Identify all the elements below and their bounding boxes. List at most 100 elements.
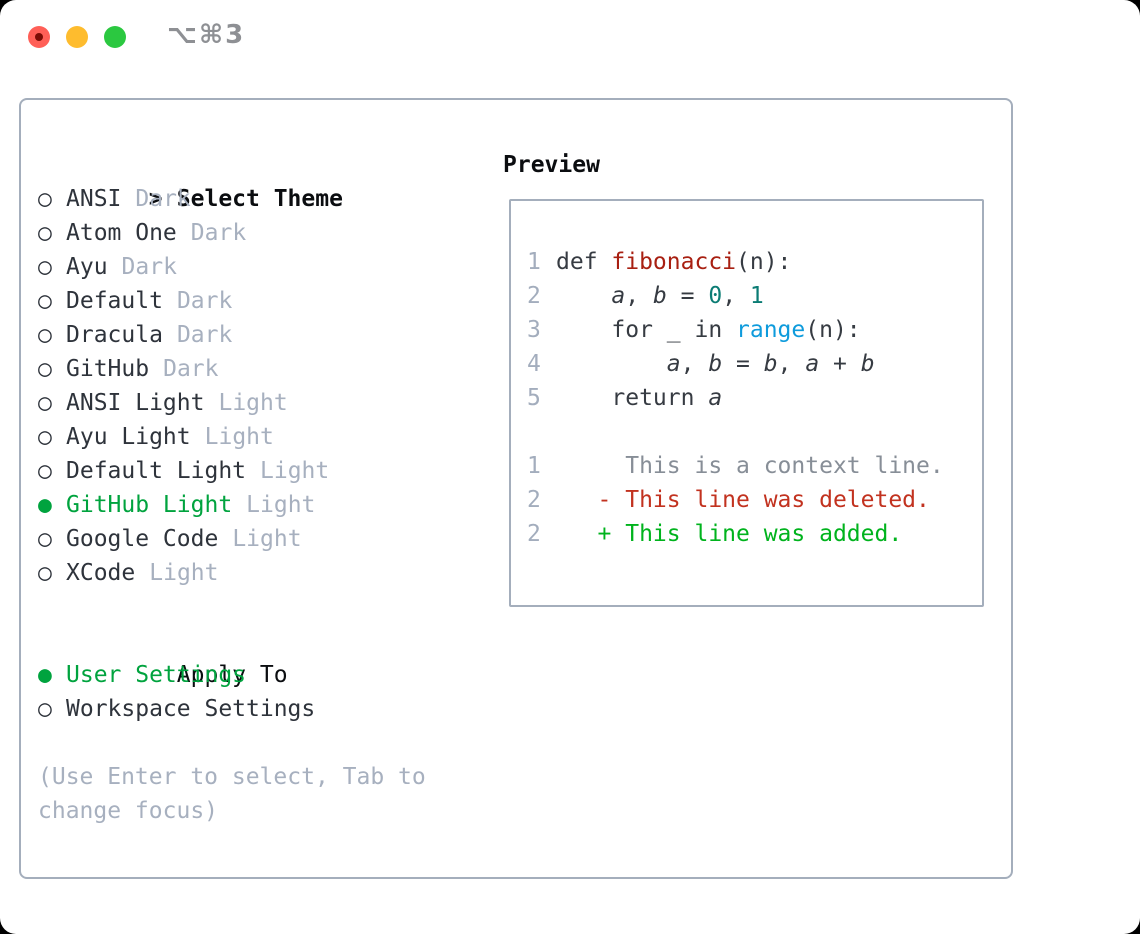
- option-label: Workspace Settings: [66, 696, 316, 722]
- code-line: 2 + This line was added.: [527, 517, 982, 551]
- close-button[interactable]: [28, 26, 50, 48]
- line-number: 2: [527, 487, 541, 513]
- theme-option-github-light[interactable]: ● GitHub Light Light: [38, 488, 426, 522]
- radio-unselected-icon: ○: [38, 186, 52, 212]
- theme-option-ansi[interactable]: ○ ANSI Dark: [38, 182, 426, 216]
- radio-selected-icon: ●: [38, 492, 52, 518]
- theme-variant-label: Dark: [176, 322, 233, 348]
- code-token: a: [666, 351, 681, 377]
- code-token: b: [708, 351, 723, 377]
- option-label: ANSI: [66, 186, 122, 212]
- code-token: ,: [680, 351, 709, 377]
- theme-variant-label: Light: [246, 492, 316, 518]
- option-label: Atom One: [66, 220, 177, 246]
- apply-to-title: Apply To: [176, 662, 288, 688]
- code-line: 4 a, b = b, a + b: [527, 347, 982, 381]
- select-theme-title: Select Theme: [176, 186, 343, 212]
- option-label: Default: [66, 288, 163, 314]
- traffic-lights: [28, 26, 126, 48]
- theme-variant-label: Light: [218, 390, 288, 416]
- radio-unselected-icon: ○: [38, 424, 52, 450]
- radio-unselected-icon: ○: [38, 458, 52, 484]
- minimize-button[interactable]: [66, 26, 88, 48]
- theme-option-xcode[interactable]: ○ XCode Light: [38, 556, 426, 590]
- line-number: 3: [527, 317, 541, 343]
- apply-option-user-settings[interactable]: ● User Settings: [38, 658, 426, 692]
- zoom-button[interactable]: [104, 26, 126, 48]
- code-token: (n):: [805, 317, 861, 343]
- apply-to-header: Apply To: [38, 624, 426, 688]
- code-token: - This line was deleted.: [556, 487, 930, 513]
- code-token: (n):: [736, 249, 792, 275]
- code-line: 5 return a: [527, 381, 982, 415]
- code-token: =: [722, 351, 764, 377]
- theme-variant-label: Dark: [163, 356, 219, 382]
- theme-variant-label: Light: [149, 560, 219, 586]
- apply-to-list: ● User Settings ○Workspace Settings: [38, 658, 426, 726]
- spacer: [38, 726, 426, 760]
- preview-title: Preview: [503, 152, 600, 178]
- code-token: return: [556, 385, 709, 411]
- radio-unselected-icon: ○: [38, 356, 52, 382]
- code-token: b: [763, 351, 778, 377]
- theme-variant-label: Light: [204, 424, 274, 450]
- radio-unselected-icon: ○: [38, 322, 52, 348]
- option-label: Google Code: [66, 526, 219, 552]
- line-number: 2: [527, 521, 541, 547]
- code-token: This is a context line.: [556, 453, 944, 479]
- line-number: 1: [527, 453, 541, 479]
- code-token: a: [805, 351, 820, 377]
- code-token: =: [666, 283, 709, 309]
- theme-variant-label: Dark: [190, 220, 247, 246]
- radio-selected-icon: ●: [38, 662, 52, 688]
- prompt-caret: >: [148, 186, 163, 212]
- option-label: GitHub Light: [66, 492, 233, 518]
- line-number: 2: [527, 283, 541, 309]
- code-line: 2 - This line was deleted.: [527, 483, 982, 517]
- code-token: def: [556, 249, 612, 275]
- theme-variant-label: Dark: [121, 254, 177, 280]
- radio-unselected-icon: ○: [38, 288, 52, 314]
- radio-unselected-icon: ○: [38, 254, 52, 280]
- hint-text-line-2: change focus): [38, 798, 219, 824]
- code-token: range: [736, 317, 806, 343]
- code-token: ,: [722, 283, 750, 309]
- theme-option-atom-one[interactable]: ○ Atom One Dark: [38, 216, 426, 250]
- theme-option-default-light[interactable]: ○ Default Light Light: [38, 454, 426, 488]
- spacer: [38, 590, 426, 624]
- theme-variant-label: Dark: [135, 186, 191, 212]
- option-label: Default Light: [66, 458, 247, 484]
- option-label: GitHub: [66, 356, 150, 382]
- radio-unselected-icon: ○: [38, 390, 52, 416]
- code-line: 1 This is a context line.: [527, 449, 982, 483]
- radio-unselected-icon: ○: [38, 220, 52, 246]
- window-title: ⌥⌘3: [167, 20, 246, 50]
- radio-unselected-icon: ○: [38, 560, 52, 586]
- option-label: XCode: [66, 560, 136, 586]
- line-number: 1: [527, 249, 541, 275]
- theme-variant-label: Light: [260, 458, 330, 484]
- theme-option-github[interactable]: ○ GitHub Dark: [38, 352, 426, 386]
- close-dot-icon: [35, 33, 43, 41]
- hint-text-line-1: (Use Enter to select, Tab to: [38, 764, 426, 790]
- code-token: b: [652, 283, 667, 309]
- code-token: +: [819, 351, 861, 377]
- option-label: User Settings: [66, 662, 247, 688]
- code-line: [527, 415, 982, 449]
- code-token: ,: [625, 283, 653, 309]
- apply-option-workspace-settings[interactable]: ○Workspace Settings: [38, 692, 426, 726]
